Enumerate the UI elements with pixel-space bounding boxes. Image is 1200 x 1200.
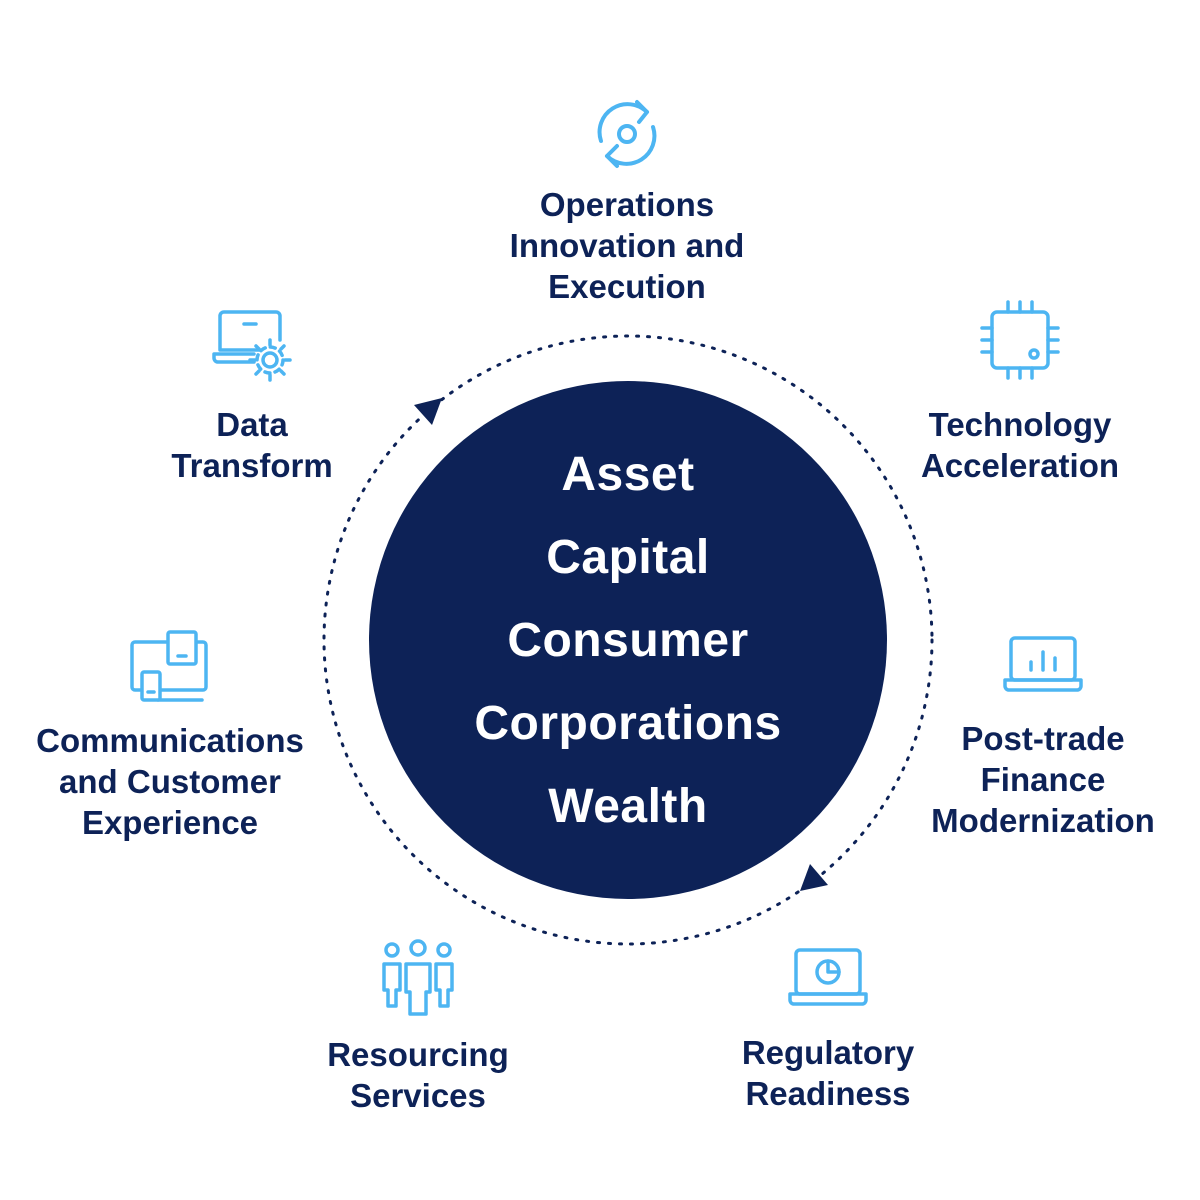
- hub-segment-consumer: Consumer: [507, 613, 749, 667]
- microchip-icon: [980, 300, 1060, 380]
- hub-segment-wealth: Wealth: [548, 779, 708, 833]
- capability-post-trade: Post-trade Finance Modernization: [918, 628, 1168, 841]
- hub-segment-corporations: Corporations: [474, 696, 782, 750]
- laptop-bar-chart-icon: [1003, 636, 1083, 692]
- capability-operations: Operations Innovation and Execution: [476, 92, 778, 307]
- capability-label: Communications and Customer Experience: [36, 722, 304, 841]
- capability-technology: Technology Acceleration: [900, 298, 1140, 486]
- hub-segment-asset: Asset: [561, 447, 695, 501]
- capability-label: Post-trade Finance Modernization: [931, 720, 1155, 839]
- segments-hub: Asset Capital Consumer Corporations Weal…: [369, 381, 887, 899]
- cycle-arrow-lower-right: [800, 864, 828, 891]
- capability-label: Technology Acceleration: [920, 406, 1120, 484]
- laptop-pie-chart-icon: [788, 948, 868, 1006]
- people-group-icon: [382, 939, 454, 1016]
- capability-label: Data Transform: [171, 406, 333, 484]
- laptop-gear-icon: [212, 310, 292, 382]
- capability-label: Operations Innovation and Execution: [509, 186, 745, 305]
- hub-segment-capital: Capital: [546, 530, 710, 584]
- refresh-cycle-icon: [597, 100, 657, 168]
- cycle-arrow-upper-left: [414, 398, 442, 425]
- capability-label: Regulatory Readiness: [741, 1034, 915, 1112]
- capability-regulatory: Regulatory Readiness: [718, 940, 938, 1114]
- multi-device-icon: [130, 630, 208, 702]
- capability-data-transform: Data Transform: [152, 304, 352, 486]
- capability-communications: Communications and Customer Experience: [20, 628, 320, 843]
- capability-resourcing: Resourcing Services: [308, 938, 528, 1116]
- capability-label: Resourcing Services: [327, 1036, 509, 1114]
